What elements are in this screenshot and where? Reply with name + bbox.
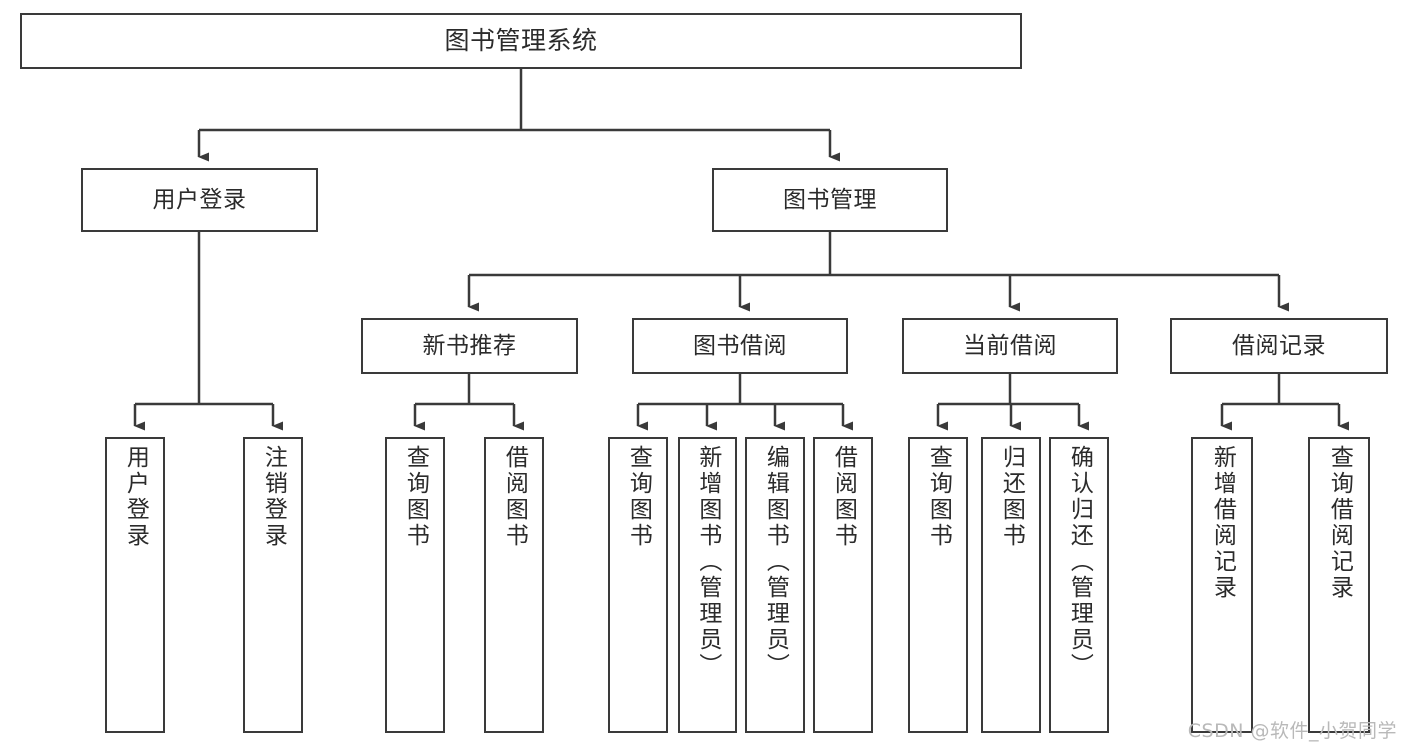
leaf-logout-label: 注销登录 [260,445,287,549]
node-current-borrow[interactable]: 当前借阅 [902,318,1118,374]
node-new-book-recommend[interactable]: 新书推荐 [361,318,578,374]
leaf-borrow-book[interactable]: 借阅图书 [813,437,873,733]
leaf-query-book-current-label: 查询图书 [925,445,952,549]
node-user-login[interactable]: 用户登录 [81,168,318,232]
leaf-add-borrow-record[interactable]: 新增借阅记录 [1191,437,1253,733]
leaf-borrow-book-recommend-label: 借阅图书 [501,445,528,549]
leaf-borrow-book-label: 借阅图书 [830,445,857,549]
leaf-edit-book-admin-label: 编辑图书（管理员） [762,445,789,679]
leaf-query-borrow-record[interactable]: 查询借阅记录 [1308,437,1370,733]
leaf-add-borrow-record-label: 新增借阅记录 [1209,445,1236,601]
leaf-return-book[interactable]: 归还图书 [981,437,1041,733]
node-root-label: 图书管理系统 [444,25,598,55]
leaf-query-book-recommend[interactable]: 查询图书 [385,437,445,733]
node-new-book-recommend-label: 新书推荐 [422,332,517,359]
leaf-logout[interactable]: 注销登录 [243,437,303,733]
csdn-watermark: CSDN @软件_小贺同学 [1187,720,1397,742]
leaf-edit-book-admin[interactable]: 编辑图书（管理员） [745,437,805,733]
node-borrow-record[interactable]: 借阅记录 [1170,318,1388,374]
leaf-user-login-label: 用户登录 [122,445,149,549]
leaf-query-book-recommend-label: 查询图书 [402,445,429,549]
node-current-borrow-label: 当前借阅 [963,332,1057,359]
node-book-borrow[interactable]: 图书借阅 [632,318,848,374]
node-book-management-label: 图书管理 [783,186,877,213]
leaf-query-borrow-record-label: 查询借阅记录 [1326,445,1353,601]
leaf-add-book-admin[interactable]: 新增图书（管理员） [678,437,737,733]
node-user-login-label: 用户登录 [152,186,247,213]
node-root[interactable]: 图书管理系统 [20,13,1022,69]
node-borrow-record-label: 借阅记录 [1232,332,1326,359]
leaf-return-book-label: 归还图书 [998,445,1025,549]
leaf-query-book-current[interactable]: 查询图书 [908,437,968,733]
leaf-confirm-return-admin-label: 确认归还（管理员） [1066,445,1093,679]
leaf-confirm-return-admin[interactable]: 确认归还（管理员） [1049,437,1109,733]
leaf-query-book[interactable]: 查询图书 [608,437,668,733]
leaf-add-book-admin-label: 新增图书（管理员） [694,445,721,679]
leaf-borrow-book-recommend[interactable]: 借阅图书 [484,437,544,733]
node-book-borrow-label: 图书借阅 [693,332,787,359]
leaf-query-book-label: 查询图书 [625,445,652,549]
leaf-user-login[interactable]: 用户登录 [105,437,165,733]
node-book-management[interactable]: 图书管理 [712,168,948,232]
